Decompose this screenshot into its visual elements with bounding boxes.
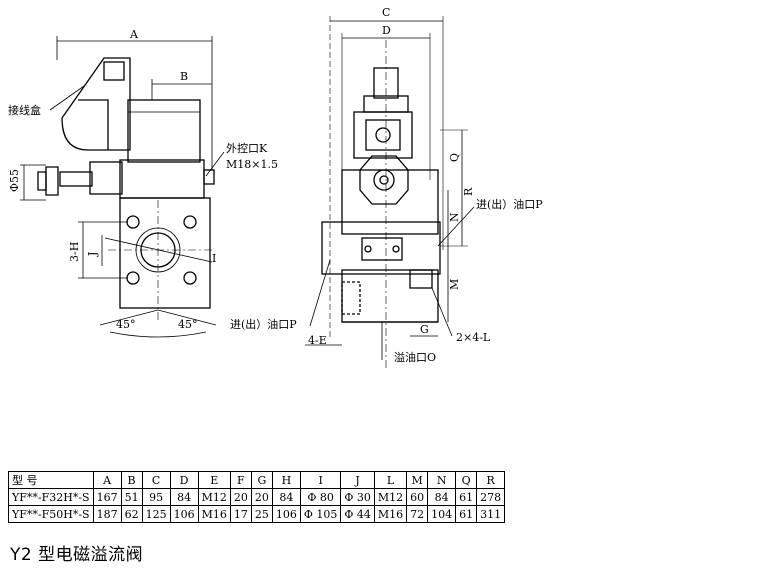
dim-i: I (212, 252, 216, 265)
table-cell: M12 (373, 488, 408, 506)
table-cell: 104 (427, 505, 457, 523)
label-inlet-left: 进(出）油口P (230, 317, 297, 331)
left-view (20, 36, 217, 338)
table-header-cell: H (271, 471, 301, 489)
table-header-cell: G (250, 471, 273, 489)
table-cell: YF**-F50H*-S (8, 505, 94, 523)
table-cell: Φ 80 (299, 488, 342, 506)
label-ext-control-port: 外控口K (226, 141, 268, 155)
table-cell: Φ 44 (340, 505, 375, 523)
table-cell: M16 (197, 505, 231, 523)
label-bolt-holes: 2×4-L (456, 331, 491, 344)
table-cell: 187 (92, 505, 122, 523)
table-cell: 311 (476, 505, 506, 523)
dim-b: B (180, 70, 188, 83)
caption: Y2 型电磁溢流阀 (10, 545, 144, 565)
table-cell: Φ 105 (299, 505, 342, 523)
table-cell: M16 (373, 505, 408, 523)
table-cell: 106 (169, 505, 199, 523)
table-cell: 60 (406, 488, 429, 506)
table-header-cell: B (120, 471, 143, 489)
dim-n: N (448, 212, 461, 222)
table-cell: 51 (120, 488, 143, 506)
table-header-cell: M (406, 471, 429, 489)
table-header-cell: A (92, 471, 122, 489)
dim-g: G (420, 323, 429, 336)
table-header-cell: D (169, 471, 199, 489)
table-cell: M12 (197, 488, 231, 506)
table-header-cell: N (427, 471, 457, 489)
dim-3h: 3-H (68, 242, 81, 262)
table-cell: 95 (141, 488, 171, 506)
table-cell: 61 (455, 488, 478, 506)
table-cell: 61 (455, 505, 478, 523)
table-cell: 84 (169, 488, 199, 506)
angle-right: 45° (178, 318, 198, 331)
table-header-cell: C (141, 471, 171, 489)
table-cell: 17 (229, 505, 252, 523)
table-cell: 106 (271, 505, 301, 523)
table-cell: Φ 30 (340, 488, 375, 506)
table-cell: 84 (271, 488, 301, 506)
dim-c: C (382, 6, 390, 19)
table-header-cell: R (476, 471, 506, 489)
dim-d: D (382, 24, 391, 37)
table-cell: YF**-F32H*-S (8, 488, 94, 506)
label-overflow-port: 溢油口O (394, 350, 436, 364)
angle-left: 45° (116, 318, 136, 331)
table-header-cell: I (299, 471, 342, 489)
right-view (305, 16, 475, 370)
dim-a: A (129, 28, 139, 41)
dim-phi55: Φ55 (8, 169, 21, 192)
table-cell: 278 (476, 488, 506, 506)
label-junction-box: 接线盒 (8, 103, 41, 117)
dim-m: M (448, 279, 461, 290)
label-inlet-right: 进(出）油口P (476, 197, 543, 211)
dim-j: J (86, 252, 99, 257)
table-header-cell: F (229, 471, 252, 489)
table-cell: 25 (250, 505, 273, 523)
table-cell: 125 (141, 505, 171, 523)
table-header-cell: L (373, 471, 408, 489)
dim-q: Q (448, 153, 461, 162)
table-header-cell: J (340, 471, 375, 489)
table-cell: 72 (406, 505, 429, 523)
dim-4e: 4-E (308, 334, 327, 347)
valve-drawing: A B 接线盒 外控口K M18×1.5 Φ55 3-H J I 45° 45°… (8, 6, 543, 370)
table-cell: 167 (92, 488, 122, 506)
label-thread: M18×1.5 (226, 158, 278, 171)
table-cell: 84 (427, 488, 457, 506)
table-header-cell: 型 号 (8, 471, 94, 489)
table-cell: 62 (120, 505, 143, 523)
table-cell: 20 (229, 488, 252, 506)
table-header-cell: E (197, 471, 231, 489)
table-header-cell: Q (455, 471, 478, 489)
table-cell: 20 (250, 488, 273, 506)
dim-r: R (462, 187, 475, 196)
